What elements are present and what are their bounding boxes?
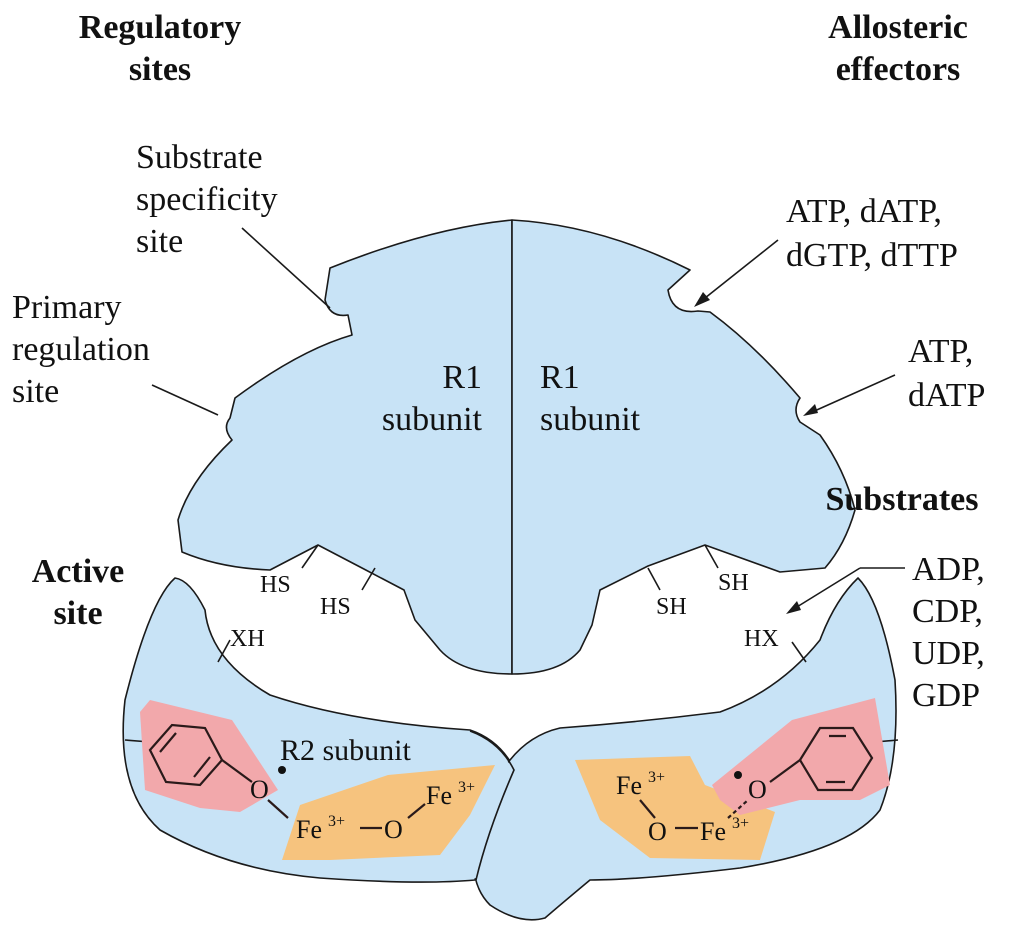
iron-bottom-right: Fe [700, 817, 726, 846]
phenoxy-oxygen-right: O [748, 775, 767, 804]
effectors-list-1a: ATP, dATP, [786, 193, 942, 230]
effectors-list-2a: ATP, [908, 333, 973, 370]
substrates-heading: Substrates [825, 481, 978, 518]
hs1-bond [301, 544, 319, 569]
hx-group: HX [744, 626, 779, 652]
regulatory-sites-heading-2: sites [129, 51, 191, 88]
iron-bottom-right-charge: 3+ [732, 815, 749, 832]
r1-right-subunit-label: subunit [540, 401, 641, 438]
hs-group-1: HS [260, 572, 291, 598]
r1-right-name: R1 [540, 359, 580, 396]
tyrosyl-ring-left [148, 723, 253, 787]
r1-left-name: R1 [442, 359, 482, 396]
r1-left-subunit [177, 219, 513, 675]
sh-group-2: SH [656, 594, 687, 620]
tyrosyl-ring-right [769, 726, 874, 792]
fe-o-bond-right1 [639, 799, 656, 819]
r1-left-subunit-label: subunit [382, 401, 483, 438]
substrates-list-1: ADP, [912, 551, 985, 588]
specificity-label-1: Substrate [136, 139, 263, 176]
r2-right-half [472, 577, 897, 921]
primary-regulation-label-3: site [12, 373, 59, 410]
radical-dot-right [734, 771, 742, 779]
radical-dot-left [278, 766, 286, 774]
iron-top-left: Fe [426, 781, 452, 810]
substrates-list-3: UDP, [912, 635, 985, 672]
sh-group-1: SH [718, 570, 749, 596]
specificity-leader [241, 227, 331, 309]
specificity-label-3: site [136, 223, 183, 260]
active-site-heading-1: Active [32, 553, 125, 590]
sh1-bond [704, 544, 719, 569]
substrates-list-2: CDP, [912, 593, 983, 630]
xh-group: XH [230, 626, 265, 652]
iron-top-left-charge: 3+ [458, 779, 475, 796]
fe-o-bond-right3 [727, 799, 749, 819]
r2-overlap-edge [469, 730, 515, 881]
iron-center-left-highlight [282, 765, 495, 860]
specificity-label-2: specificity [136, 181, 278, 218]
primary-regulation-leader [151, 384, 219, 416]
iron-bottom-left-charge: 3+ [328, 813, 345, 830]
iron-center-right-highlight [575, 756, 775, 860]
allosteric-effectors-heading-1: Allosteric [828, 9, 968, 46]
hs-group-2: HS [320, 594, 351, 620]
effectors-arrow-2 [803, 374, 896, 416]
regulatory-sites-heading-1: Regulatory [79, 9, 241, 46]
bridging-oxygen-right: O [648, 817, 667, 846]
r2-subunit-label: R2 subunit [280, 734, 412, 767]
hx-bond [791, 641, 807, 663]
substrates-arrow [786, 567, 905, 614]
active-site-heading-2: site [53, 595, 102, 632]
allosteric-effectors-heading-2: effectors [836, 51, 961, 88]
effectors-list-1b: dGTP, dTTP [786, 237, 958, 274]
sh2-bond [647, 567, 661, 591]
tyrosyl-left-highlight [140, 700, 278, 812]
r2-overlap-fill [440, 732, 512, 880]
o-fe-bond-left [267, 799, 289, 819]
iron-top-right-charge: 3+ [648, 769, 665, 786]
r1-right-subunit [511, 219, 856, 675]
iron-bottom-left: Fe [296, 815, 322, 844]
primary-regulation-label-1: Primary [12, 289, 122, 326]
bridging-oxygen-left: O [384, 815, 403, 844]
primary-regulation-label-2: regulation [12, 331, 150, 368]
o-fe-bond-left2 [407, 803, 426, 819]
substrates-list-4: GDP [912, 677, 980, 714]
hs2-bond [361, 567, 376, 591]
phenoxy-oxygen-left: O [250, 775, 269, 804]
effectors-arrow-1 [694, 239, 779, 307]
iron-top-right: Fe [616, 771, 642, 800]
xh-bond [217, 639, 231, 663]
effectors-list-2b: dATP [908, 377, 985, 414]
